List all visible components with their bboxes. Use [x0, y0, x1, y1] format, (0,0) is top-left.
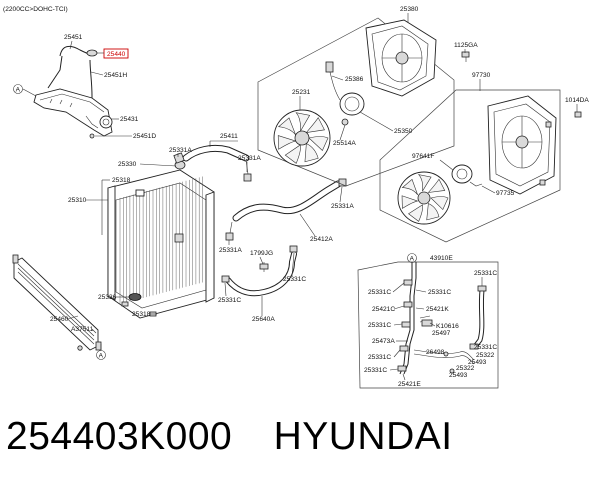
fan-blade — [417, 174, 432, 192]
highlighted-part-box — [103, 48, 129, 59]
label-25322-lower: 25322 — [456, 365, 475, 372]
label-97641F: 97641F — [412, 153, 434, 160]
label-25331C-kit-c: 25331C — [368, 322, 391, 329]
lower-hose-labels: 25331A 25412A 25331A — [219, 186, 354, 254]
label-25331A-upper-right: 25331A — [238, 155, 261, 162]
heater-hose-labels: 1799JG 25331C 25331C 25640A — [218, 250, 306, 323]
label-25412A: 25412A — [310, 236, 333, 243]
label-25331C-kit-top-right: 25331C — [474, 270, 497, 277]
label-25451H: 25451H — [104, 72, 127, 79]
label-25386: 25386 — [345, 76, 364, 83]
part-number: 254403K000 — [6, 415, 233, 458]
label-25322-upper: 25322 — [476, 352, 495, 359]
label-25380: 25380 — [400, 6, 419, 13]
label-25331C-heater-left: 25331C — [218, 297, 241, 304]
label-97735: 97735 — [496, 190, 515, 197]
label-97730: 97730 — [472, 72, 491, 79]
label-25331C-kit-f: 25331C — [364, 367, 387, 374]
fan-blade — [401, 195, 418, 209]
label-25493-upper: 25493 — [468, 359, 487, 366]
label-25331C-kit-a: 25331C — [368, 289, 391, 296]
label-25421K: 25421K — [426, 306, 449, 313]
condenser-labels: 25460 A37511 A — [50, 315, 106, 360]
heater-hose — [221, 245, 298, 297]
label-25640A: 25640A — [252, 316, 275, 323]
fan-assembly-97730 — [379, 89, 582, 243]
label-1799JG: 1799JG — [250, 250, 273, 257]
label-25318-top: 25318 — [112, 177, 131, 184]
fan-blade — [427, 178, 446, 193]
label-25473A: 25473A — [372, 338, 395, 345]
part-footer: 254403K000 HYUNDAI — [6, 412, 594, 462]
heater-tube-kit-labels: 43910E 25331C 25331C 25331C 25421C 25421… — [364, 255, 497, 388]
label-1014DA: 1014DA — [565, 97, 589, 104]
label-25421C: 25421C — [372, 306, 395, 313]
label-25451D: 25451D — [133, 133, 156, 140]
label-25497: 25497 — [432, 330, 451, 337]
reservoir-tank-group — [33, 45, 113, 139]
label-A37511: A37511 — [71, 326, 94, 333]
fan-blade — [277, 135, 296, 150]
label-25336: 25336 — [98, 294, 117, 301]
radiator-labels: 25330 25318 25310 25336 25318 — [68, 161, 177, 318]
label-26498: 26498 — [426, 349, 445, 356]
fan-blade — [430, 196, 449, 211]
brand-name: HYUNDAI — [273, 415, 453, 458]
label-25310: 25310 — [68, 197, 87, 204]
label-25330: 25330 — [118, 161, 137, 168]
fan-blade — [426, 203, 440, 221]
heater-tube-kit: A — [357, 253, 499, 389]
label-25331A-right: 25331A — [331, 203, 354, 210]
condenser — [12, 254, 102, 351]
label-25451: 25451 — [64, 34, 83, 41]
upper-hose — [173, 144, 252, 182]
highlighted-part-number[interactable]: 25440 — [107, 51, 126, 58]
engine-note: (2200CC>DOHC-TCI) — [3, 6, 68, 13]
label-25331A-upper-left: 25331A — [169, 147, 192, 154]
label-1125GA: 1125GA — [454, 42, 478, 49]
fan-blade — [277, 117, 296, 136]
label-25331C-kit-e: 25331C — [368, 354, 391, 361]
fan-blade — [284, 144, 301, 164]
label-25460: 25460 — [50, 316, 69, 323]
label-25331C-heater-right: 25331C — [283, 276, 306, 283]
fan-blade — [401, 178, 418, 196]
label-25514A: 25514A — [333, 140, 356, 147]
upper-hose-labels: 25411 25331A 25331A — [169, 133, 261, 172]
fan-assembly-25380 — [257, 17, 470, 187]
fan-blade — [305, 117, 325, 133]
callout-a-reservoir: A — [16, 87, 21, 94]
radiator — [107, 160, 215, 319]
callout-a-condenser: A — [99, 353, 104, 360]
label-43910E: 43910E — [430, 255, 453, 262]
callout-a-tube-kit: A — [410, 256, 415, 263]
fan-blade — [308, 136, 329, 152]
label-25493-lower: 25493 — [449, 372, 468, 379]
label-25431: 25431 — [120, 116, 139, 123]
label-25331C-kit-b: 25331C — [428, 289, 451, 296]
label-25318-bottom: 25318 — [132, 311, 151, 318]
label-25331A-lower: 25331A — [219, 247, 242, 254]
fan-blade — [295, 112, 311, 132]
label-K10616: K10616 — [436, 323, 459, 330]
fan-blade — [408, 204, 423, 222]
reservoir-labels: 25451 25440 25451H 25431 25451D A — [13, 34, 156, 140]
parts-diagram: (2200CC>DOHC-TCI) 25451 25440 25451H 254… — [3, 6, 589, 389]
label-25421E: 25421E — [398, 381, 421, 388]
fan-blade — [304, 143, 319, 163]
label-25411: 25411 — [220, 133, 238, 140]
fan-assembly-25380-labels: 25380 1125GA 25386 25231 25350 25514A — [292, 6, 478, 147]
fan-assembly-97730-labels: 97730 1014DA 97641F 97735 — [412, 72, 589, 197]
lower-hose — [225, 178, 347, 241]
label-25350: 25350 — [394, 128, 413, 135]
label-25231: 25231 — [292, 89, 311, 96]
label-25331C-kit-d: 25331C — [474, 344, 497, 351]
